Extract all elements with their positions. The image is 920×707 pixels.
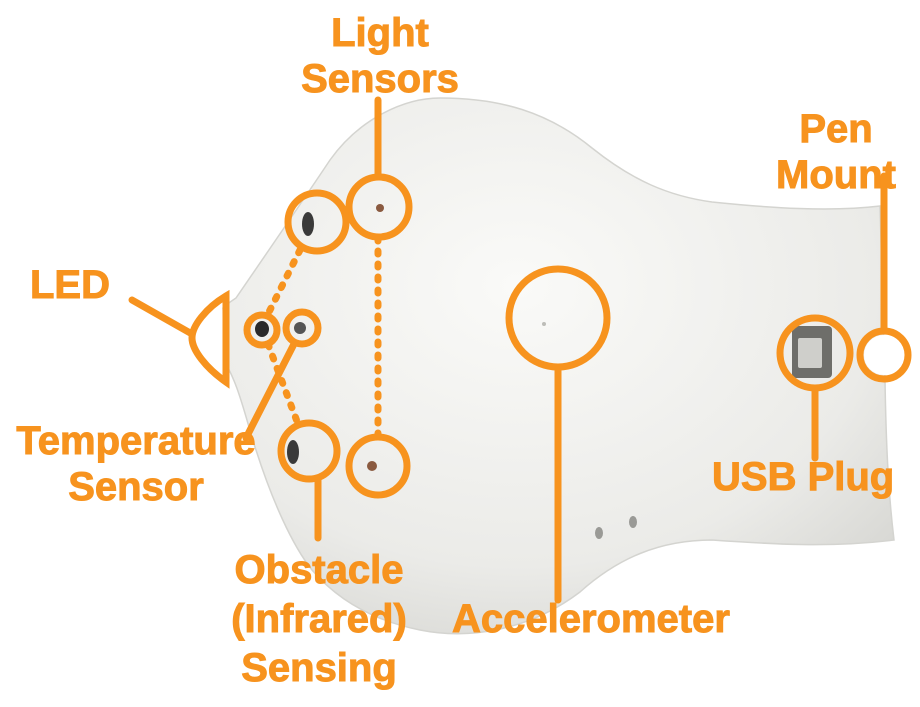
temperature-sensor-hole — [294, 322, 306, 334]
pen-mount-line-1: Pen — [756, 106, 916, 152]
pen-mount-label: Pen Mount — [756, 106, 916, 198]
temperature-sensor-line-1: Temperature — [0, 418, 272, 464]
light-sensor-top-hole — [376, 204, 384, 212]
usb-port-inner — [798, 338, 822, 368]
temperature-sensor-line-2: Sensor — [0, 464, 272, 510]
light-sensor-bottom-hole — [367, 461, 377, 471]
temperature-sensor-label: Temperature Sensor — [0, 418, 272, 510]
led-pointer — [132, 300, 192, 334]
light-sensors-line-2: Sensors — [285, 56, 475, 102]
side-hole-2 — [629, 516, 637, 528]
light-sensors-label: Light Sensors — [285, 10, 475, 102]
accelerometer-dot — [542, 322, 546, 326]
obstacle-line-2: (Infrared) — [214, 595, 424, 644]
pen-mount-line-2: Mount — [756, 152, 916, 198]
pen-mount-hole — [864, 335, 904, 375]
accelerometer-label: Accelerometer — [452, 596, 730, 642]
obstacle-line-3: Sensing — [214, 644, 424, 693]
obstacle-line-1: Obstacle — [214, 546, 424, 595]
obstacle-top-hole — [302, 212, 314, 236]
ir-hole-left — [255, 321, 269, 337]
led-label: LED — [30, 262, 110, 308]
usb-plug-label: USB Plug — [712, 454, 894, 500]
obstacle-bottom-hole — [287, 440, 299, 464]
obstacle-sensing-label: Obstacle (Infrared) Sensing — [214, 546, 424, 693]
side-hole-1 — [595, 527, 603, 539]
light-sensors-line-1: Light — [285, 10, 475, 56]
